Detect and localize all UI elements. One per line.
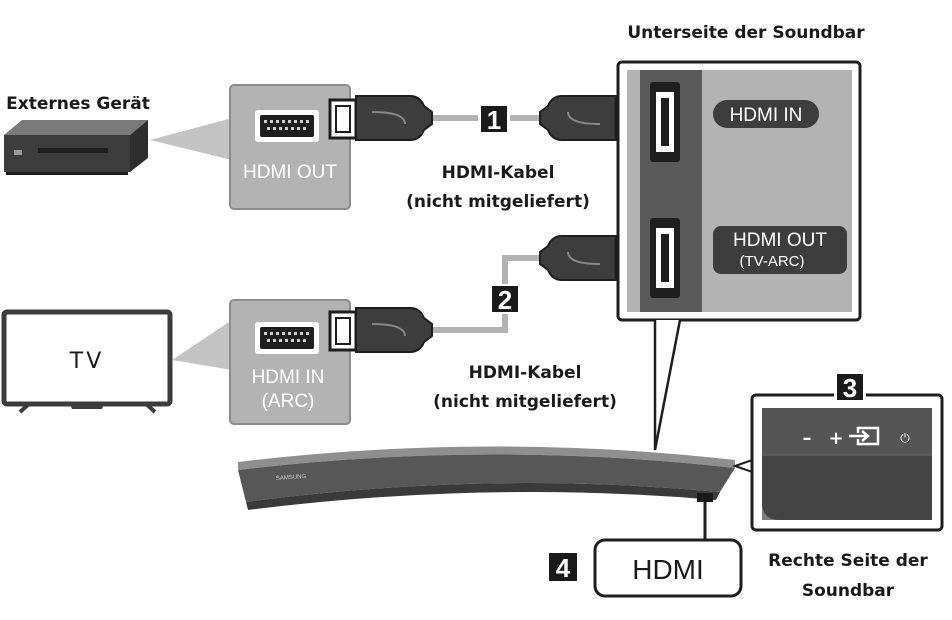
right-side-label-line2: Soundbar: [802, 581, 895, 601]
cable-2-label: HDMI-Kabel: [469, 363, 582, 383]
right-side-label: Rechte Seite der: [768, 551, 928, 571]
soundbar-hdmi-out-label: HDMI OUT: [733, 230, 827, 251]
callout-bottom-panel: [653, 319, 682, 451]
device-hdmi-out-panel: [229, 84, 351, 210]
svg-text:2: 2: [498, 285, 512, 315]
svg-text:1: 1: [487, 105, 501, 135]
callout-device: [150, 118, 232, 160]
cable-1-note: (nicht mitgeliefert): [406, 192, 590, 212]
tv-hdmi-in-panel: [229, 299, 351, 425]
external-device-label: Externes Gerät: [6, 94, 150, 114]
hdmi-port-callout-box: [593, 538, 743, 598]
step-badge-4: 4: [546, 550, 580, 584]
source-icon[interactable]: [849, 426, 880, 446]
soundbar-tv-arc-label: (TV-ARC): [740, 253, 805, 270]
external-device-icon: [4, 120, 148, 175]
step-badge-2: 2: [489, 284, 521, 315]
cable-2-note: (nicht mitgeliefert): [433, 392, 617, 412]
step-badge-3: 3: [834, 371, 866, 403]
soundbar-icon: [238, 446, 735, 510]
svg-text:3: 3: [843, 373, 857, 403]
soundbar-hdmi-in-label: HDMI IN: [730, 105, 803, 126]
callout-tv: [172, 320, 232, 370]
step-badge-1: 1: [478, 104, 510, 135]
tv-hdmi-in-label: HDMI IN: [252, 367, 325, 388]
soundbar-bottom-label: Unterseite der Soundbar: [627, 23, 865, 43]
volume-up-button[interactable]: +: [828, 428, 843, 449]
hdmi-port-label: HDMI: [632, 554, 704, 585]
tv-label: TV: [69, 349, 105, 374]
device-hdmi-out-label: HDMI OUT: [243, 162, 337, 183]
tv-hdmi-arc-label: (ARC): [262, 391, 315, 412]
hdmi-plug-icon: [328, 307, 433, 353]
soundbar-bottom-panel: [616, 60, 862, 322]
brand-logo: SAMSUNG: [276, 474, 307, 482]
volume-down-button[interactable]: –: [803, 428, 812, 449]
cable-1-label: HDMI-Kabel: [442, 163, 555, 183]
soundbar-right-side-panel: [750, 393, 944, 532]
svg-text:4: 4: [556, 553, 571, 583]
power-icon[interactable]: ⏻: [900, 431, 910, 445]
hdmi-plug-icon: [328, 95, 433, 141]
tv-icon: [1, 309, 173, 414]
